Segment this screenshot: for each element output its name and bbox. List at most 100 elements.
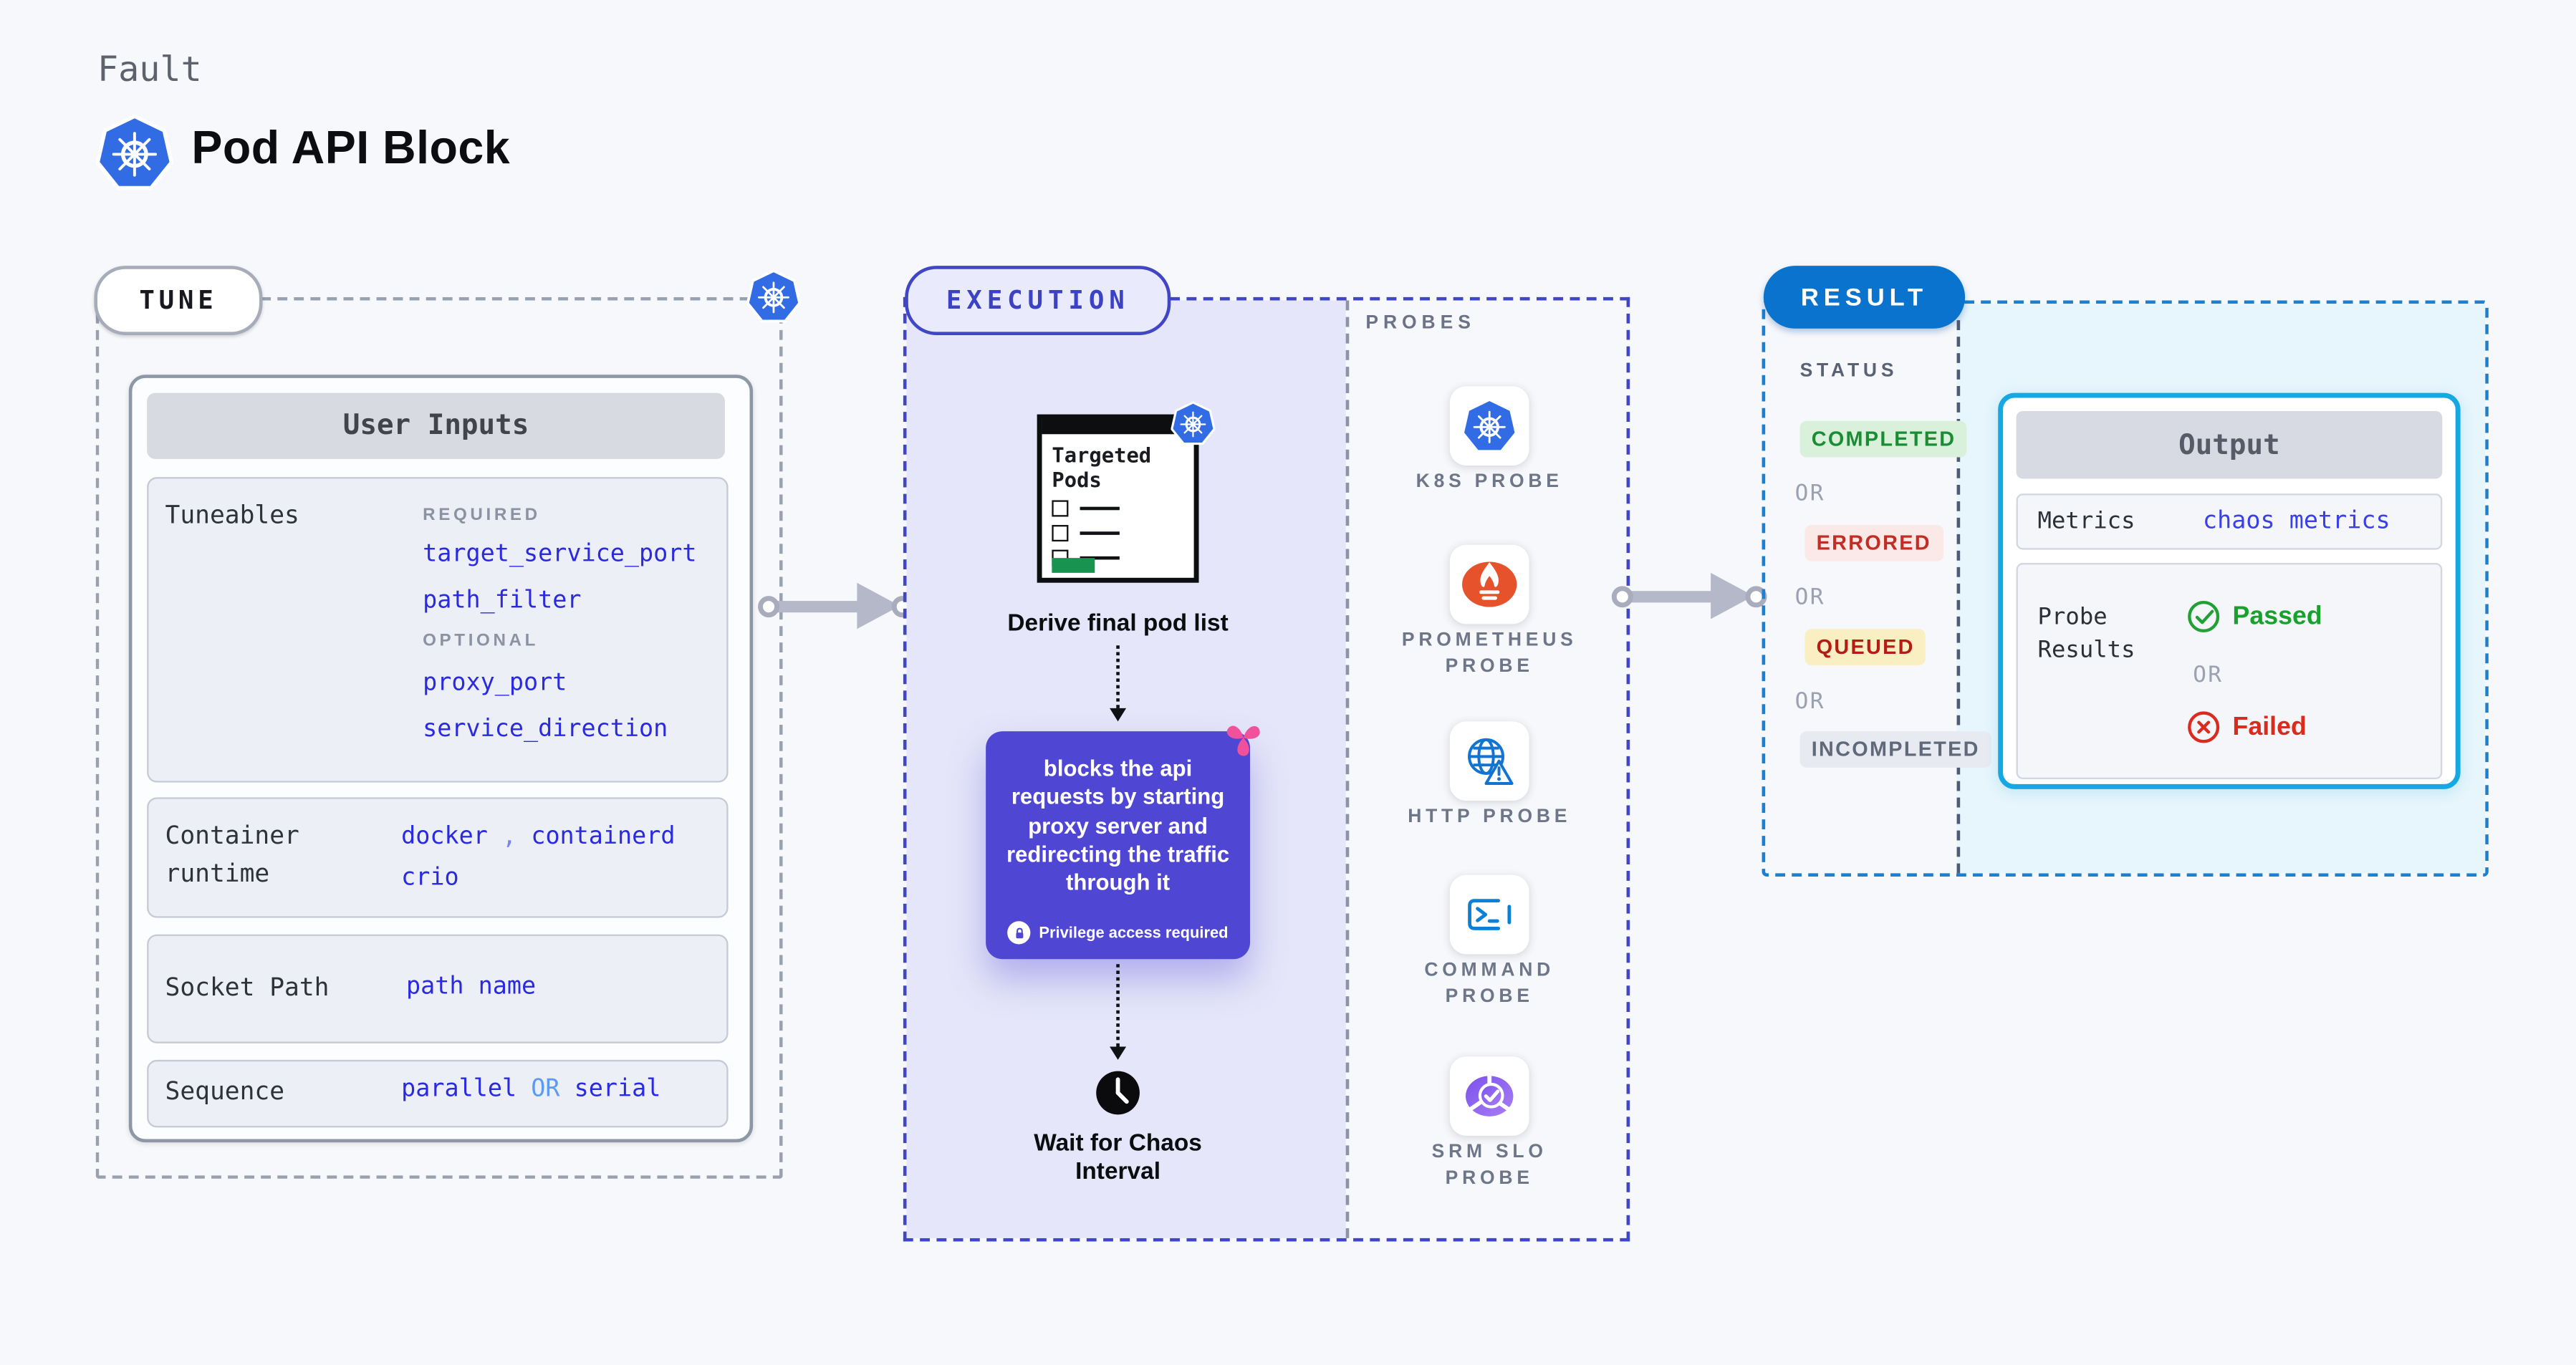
status-badge: QUEUED [1804, 629, 1926, 665]
sequence-or: OR [531, 1076, 560, 1103]
connector-dot [758, 594, 780, 617]
socket-path-label: Socket Path [165, 972, 330, 1003]
runtime-value: docker [401, 824, 488, 851]
fault-action-card: blocks the api requests by starting prox… [986, 731, 1250, 960]
status-badge: COMPLETED [1799, 420, 1968, 458]
connector-dot [1611, 585, 1633, 607]
privilege-note-text: Privilege access required [1039, 923, 1229, 942]
status-badge: INCOMPLETED [1799, 731, 1991, 768]
probe-label: HTTP PROBE [1408, 807, 1572, 827]
user-inputs-header: User Inputs [147, 392, 725, 459]
command-probe-card [1449, 874, 1529, 955]
runtime-separator: , [502, 824, 517, 851]
sequence-label: Sequence [165, 1076, 285, 1106]
http-probe-card [1449, 721, 1529, 801]
kubernetes-icon [96, 114, 173, 191]
k8s-probe-card [1449, 386, 1529, 466]
x-circle-icon [2186, 710, 2221, 744]
probe-label: SRM SLO PROBE [1431, 1142, 1547, 1188]
or-separator: OR [1794, 584, 1825, 611]
tuneables-row: Tuneables REQUIRED target_service_port p… [147, 477, 729, 783]
clock-icon [1095, 1070, 1141, 1116]
status-badge: ERRORED [1804, 525, 1943, 561]
probe-results-row: Probe Results Passed OR Failed [2016, 563, 2443, 780]
dotted-arrow-head [1110, 708, 1127, 722]
probe-results-label: Probe Results [2037, 604, 2135, 663]
tuneable-var: path_filter [423, 587, 582, 614]
tuneable-var: target_service_port [423, 541, 697, 568]
dotted-connector [1116, 964, 1120, 1047]
runtime-value: crio [401, 865, 459, 892]
dotted-arrow-head [1110, 1046, 1127, 1060]
execution-probes-divider [1345, 300, 1350, 1238]
probes-panel-label: PROBES [1365, 313, 1476, 334]
metrics-label: Metrics [2037, 508, 2135, 535]
metrics-row: Metrics chaos metrics [2016, 493, 2443, 550]
lock-icon [1007, 921, 1031, 945]
fault-category-label: Fault [97, 49, 202, 90]
http-globe-warning-icon [1468, 738, 1514, 785]
required-tag: REQUIRED [423, 505, 541, 526]
probe-label: COMMAND PROBE [1424, 960, 1555, 1007]
arrow-shaft [1625, 590, 1731, 602]
targeted-pods-card: Targeted Pods [1037, 415, 1199, 583]
dotted-connector [1116, 645, 1120, 708]
tuneables-label: Tuneables [165, 500, 299, 530]
derive-pod-list-label: Derive final pod list [1007, 610, 1229, 637]
passed-result: Passed [2186, 599, 2322, 634]
tune-stage-pill: TUNE [94, 266, 263, 335]
output-header: Output [2016, 410, 2443, 479]
kubernetes-icon [1171, 401, 1215, 445]
execution-to-result-arrow [1611, 572, 1770, 619]
result-stage-pill: RESULT [1763, 266, 1966, 329]
container-runtime-row: Container runtime docker , containerd cr… [147, 797, 729, 918]
socket-path-row: Socket Path path name [147, 934, 729, 1043]
metrics-value: chaos metrics [2203, 508, 2390, 535]
failed-label: Failed [2232, 712, 2307, 741]
sequence-value: serial [574, 1076, 661, 1103]
list-line [1080, 531, 1120, 535]
checkbox-icon [1052, 500, 1069, 517]
list-line [1080, 506, 1120, 511]
slo-pie-check-icon [1460, 1066, 1519, 1126]
runtime-value: containerd [531, 824, 676, 851]
checkbox-icon [1052, 525, 1069, 542]
srm-slo-probe-card [1449, 1056, 1529, 1136]
fault-action-description: blocks the api requests by starting prox… [1006, 756, 1230, 895]
probe-label: PROMETHEUS PROBE [1401, 630, 1577, 676]
probe-label: K8S PROBE [1416, 472, 1563, 492]
targeted-pods-title: Targeted Pods [1052, 442, 1152, 493]
page-title: Pod API Block [191, 122, 511, 174]
or-separator: OR [1794, 480, 1825, 507]
container-runtime-label: Container runtime [165, 820, 299, 889]
execution-stage-pill: EXECUTION [905, 266, 1171, 335]
prometheus-icon [1462, 561, 1517, 607]
targeted-pods-titlebar [1042, 419, 1194, 435]
wait-chaos-interval-label: Wait for Chaos Interval [1034, 1131, 1202, 1186]
list-line [1080, 556, 1120, 560]
or-separator: OR [2193, 662, 2224, 689]
kubernetes-icon [746, 269, 801, 324]
check-circle-icon [2186, 599, 2221, 634]
status-output-divider [1956, 304, 1961, 874]
output-card: Output Metrics chaos metrics Probe Resul… [1998, 392, 2461, 789]
litmus-chaos-icon [1222, 716, 1265, 759]
tune-to-execution-arrow [758, 582, 916, 630]
terminal-icon [1465, 889, 1514, 939]
action-bar [1052, 558, 1095, 573]
optional-tag: OPTIONAL [423, 630, 539, 651]
tune-group-outline [95, 296, 783, 1179]
passed-label: Passed [2232, 602, 2322, 630]
tuneable-var: service_direction [423, 716, 668, 743]
sequence-value: parallel [401, 1076, 517, 1103]
kubernetes-icon [1461, 397, 1518, 453]
prometheus-probe-card [1449, 544, 1529, 624]
user-inputs-card: User Inputs Tuneables REQUIRED target_se… [128, 375, 754, 1143]
status-column-label: STATUS [1799, 361, 1898, 382]
privilege-note: Privilege access required [986, 921, 1250, 945]
socket-path-value: path name [406, 974, 537, 1000]
failed-result: Failed [2186, 710, 2307, 744]
tuneable-var: proxy_port [423, 670, 567, 697]
or-separator: OR [1794, 688, 1825, 715]
